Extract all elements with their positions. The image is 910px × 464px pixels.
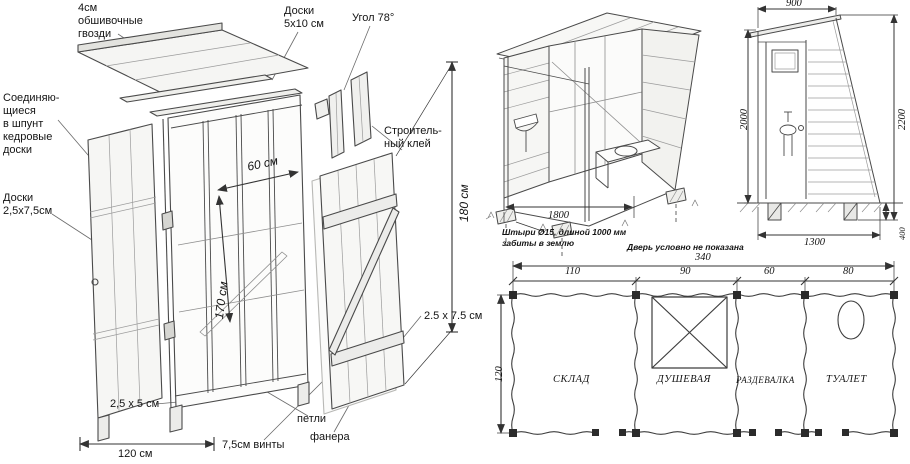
dimension-depth-120: 120	[494, 366, 505, 382]
dimension-120cm: 120 см	[118, 448, 153, 460]
note-ground-pins: Штыри Ø15, длиной 1000 мм забиты в землю	[502, 227, 627, 248]
label-size-25x75cm: 2.5 x 7.5 см	[424, 310, 483, 322]
dimension-180cm: 180 см	[457, 184, 471, 222]
dimension-2200: 2200	[897, 109, 908, 130]
dimension-2000: 2000	[739, 109, 750, 130]
dimension-1300: 1300	[804, 237, 825, 248]
perspective-view-drawing	[485, 12, 702, 258]
label-boards-25x75: Доски 2,5x7,5см	[3, 192, 53, 217]
label-hinges: петли	[297, 413, 327, 425]
room-label-storage: СКЛАД	[553, 374, 590, 385]
label-plywood: фанера	[310, 431, 350, 443]
label-size-25x5cm: 2,5 x 5 см	[110, 398, 160, 410]
exploded-view-drawing	[51, 22, 458, 451]
label-angle-78: Угол 78°	[352, 12, 395, 24]
label-construction-glue: Строитель- ный клей	[384, 125, 442, 150]
label-boards-5x10: Доски 5x10 см	[284, 5, 324, 30]
room-label-dressing: РАЗДЕВАЛКА	[736, 375, 795, 385]
room-label-toilet: ТУАЛЕТ	[826, 374, 867, 385]
dimension-segment-110: 110	[565, 266, 580, 277]
dimension-segment-80: 80	[843, 266, 854, 277]
label-sheathing-nails: 4см обшивочные гвозди	[78, 2, 143, 40]
dimension-900: 900	[786, 0, 802, 9]
dimension-1800: 1800	[548, 210, 569, 221]
label-screws-75cm: 7,5см винты	[222, 439, 285, 451]
note-door-not-shown: Дверь условно не показана	[627, 242, 744, 252]
room-label-shower: ДУШЕВАЯ	[657, 374, 711, 385]
side-view-drawing	[737, 5, 903, 240]
dimension-segment-60: 60	[764, 266, 775, 277]
dimension-segment-90: 90	[680, 266, 691, 277]
label-tongue-groove-boards: Соединяю- щиеся в шпунт кедровые доски	[3, 92, 60, 156]
dimension-400: 400	[897, 227, 907, 240]
floor-plan-drawing	[497, 261, 899, 437]
dimension-total-340: 340	[695, 252, 711, 263]
